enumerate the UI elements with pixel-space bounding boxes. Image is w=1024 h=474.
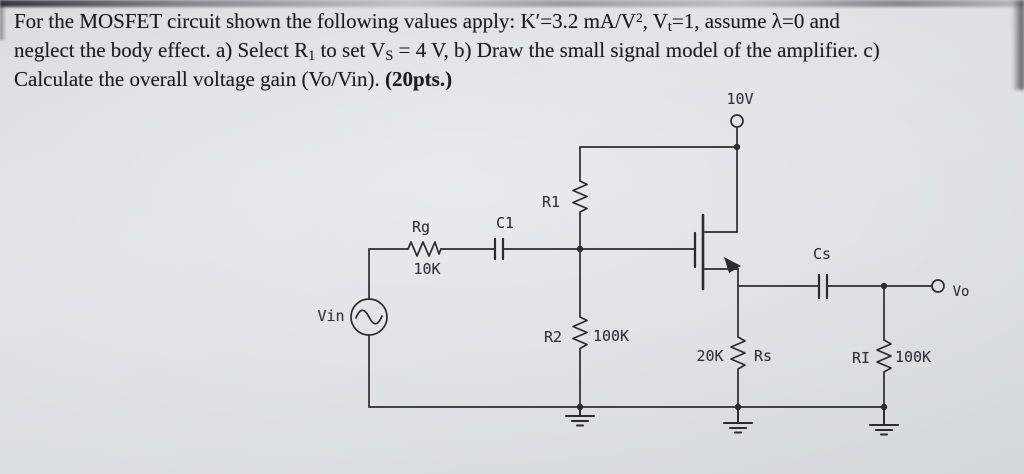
- label-vo: Vo: [952, 284, 970, 300]
- label-rg: Rg: [411, 218, 431, 236]
- mosfet-source-arrow-icon: [724, 257, 741, 273]
- label-vin: Vin: [317, 307, 345, 325]
- photo-left-shadow: [0, 0, 6, 40]
- resistor-rs-zigzag: [730, 336, 746, 374]
- ground-symbol-rl: [869, 406, 899, 436]
- label-rl: RI: [851, 349, 871, 367]
- problem-line-2: neglect the body effect. a) Select R1 to…: [14, 38, 880, 65]
- points-label: (20pts.): [385, 67, 453, 91]
- label-r2-value: 100K: [592, 327, 630, 345]
- label-rg-value: 10K: [413, 260, 441, 278]
- label-rs-value: 20K: [696, 347, 724, 365]
- label-r1: R1: [541, 193, 561, 211]
- resistor-r2-zigzag: [572, 316, 588, 353]
- vo-terminal-circle: [931, 279, 945, 293]
- label-supply-voltage: 10V: [726, 90, 754, 108]
- label-r2: R2: [543, 328, 563, 346]
- resistor-r1-zigzag: [572, 180, 588, 215]
- photo-top-shadow: [0, 0, 1024, 7]
- ground-symbol-r2: [565, 406, 595, 427]
- problem-line-3: Calculate the overall voltage gain (Vo/V…: [14, 67, 453, 91]
- label-rs: Rs: [753, 347, 773, 365]
- supply-terminal-circle: [730, 114, 744, 128]
- ground-symbol-rs: [723, 406, 753, 434]
- problem-text: For the MOSFET circuit shown the followi…: [14, 8, 1014, 92]
- label-rl-value: 100K: [894, 348, 932, 366]
- resistor-rg-zigzag: [407, 241, 442, 257]
- problem-line-1: For the MOSFET circuit shown the followi…: [14, 9, 840, 36]
- label-cs: Cs: [812, 245, 832, 263]
- sine-wave-icon: [355, 309, 383, 325]
- photo-right-shadow: [1012, 0, 1024, 90]
- resistor-rl-zigzag: [876, 339, 892, 377]
- label-c1: C1: [495, 214, 515, 232]
